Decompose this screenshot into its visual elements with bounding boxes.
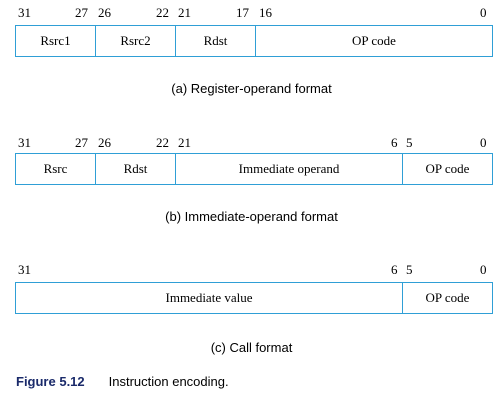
bit-17-a: 17 xyxy=(236,5,249,20)
bit-21-b: 21 xyxy=(178,135,191,150)
bit-5-b: 5 xyxy=(406,135,413,150)
field-immediate-value: Immediate value xyxy=(16,283,403,313)
field-rsrc1: Rsrc1 xyxy=(16,26,96,56)
figure-label: Figure 5.12 xyxy=(16,374,85,389)
bit-5-c: 5 xyxy=(406,262,413,277)
field-op-code: OP code xyxy=(352,33,396,48)
field-op-code: OP code xyxy=(425,161,470,176)
caption-register-operand-format: (a) Register-operand format xyxy=(171,81,332,96)
bit-16-a: 16 xyxy=(259,5,272,20)
call-format-box: Immediate value OP code xyxy=(15,282,493,314)
field-rsrc: Rsrc xyxy=(16,154,96,184)
bit-6-c: 6 xyxy=(391,262,398,277)
figure-caption: Figure 5.12 Instruction encoding. xyxy=(16,374,229,390)
bit-31-c: 31 xyxy=(18,262,31,277)
register-operand-format-box: Rsrc1 Rsrc2 Rdst OP code xyxy=(15,25,493,57)
bit-0-c: 0 xyxy=(480,262,487,277)
bit-0-a: 0 xyxy=(480,5,487,20)
field-op-code: OP code xyxy=(425,290,470,305)
bit-6-b: 6 xyxy=(391,135,398,150)
immediate-operand-format-box: Rsrc Rdst Immediate operand OP code xyxy=(15,153,493,185)
bit-31-a: 31 xyxy=(18,5,31,20)
caption-immediate-operand-format: (b) Immediate-operand format xyxy=(165,209,338,224)
bit-22-a: 22 xyxy=(156,5,169,20)
bit-0-b: 0 xyxy=(480,135,487,150)
bit-27-b: 27 xyxy=(75,135,88,150)
bit-31-b: 31 xyxy=(18,135,31,150)
bit-27-a: 27 xyxy=(75,5,88,20)
bit-22-b: 22 xyxy=(156,135,169,150)
bit-26-b: 26 xyxy=(98,135,111,150)
field-rsrc2: Rsrc2 xyxy=(96,26,176,56)
caption-call-format: (c) Call format xyxy=(210,340,293,355)
bit-26-a: 26 xyxy=(98,5,111,20)
field-immediate-operand: Immediate operand xyxy=(176,154,403,184)
figure-title: Instruction encoding. xyxy=(108,374,229,389)
field-rdst: Rdst xyxy=(96,154,176,184)
field-rdst: Rdst xyxy=(176,26,256,56)
bit-21-a: 21 xyxy=(178,5,191,20)
